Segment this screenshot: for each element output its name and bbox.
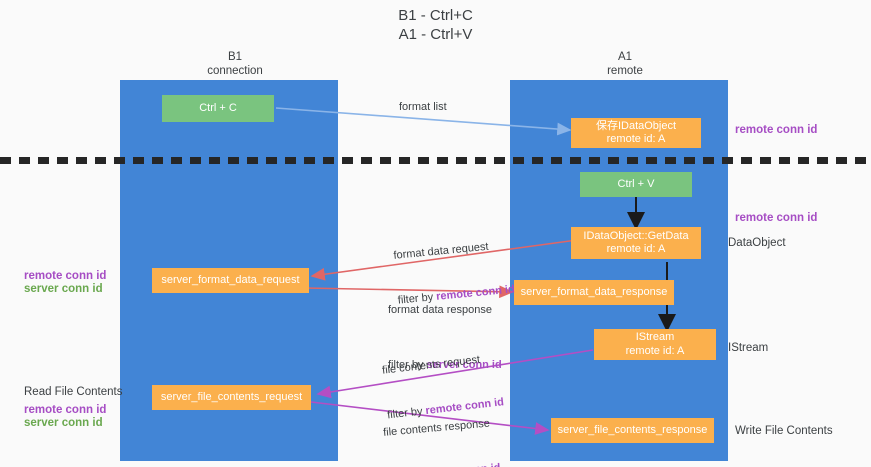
box-server-file-contents-response: server_file_contents_response — [551, 418, 714, 443]
box-server-format-data-request-label: server_format_data_request — [161, 273, 300, 286]
box-save-idataobject: 保存IDataObject remote id: A — [571, 118, 701, 148]
diagram-title: B1 - Ctrl+C A1 - Ctrl+V — [398, 7, 473, 43]
box-idataobject-getdata-label: IDataObject::GetData remote id: A — [583, 229, 689, 256]
side-label-istream: IStream — [728, 342, 769, 354]
filter-key-server-conn-id-2: server conn id — [425, 462, 501, 467]
side-label-left-server-conn-id-2: server conn id — [24, 417, 103, 429]
side-label-remote-conn-id-top: remote conn id — [735, 124, 818, 136]
box-server-format-data-response: server_format_data_response — [514, 280, 674, 305]
side-label-remote-conn-id-mid: remote conn id — [735, 212, 818, 224]
side-label-dataobject: DataObject — [728, 237, 786, 249]
side-label-write-file-contents: Write File Contents — [735, 425, 833, 437]
box-server-format-data-request: server_format_data_request — [152, 268, 309, 293]
edge-label-file-contents-response-line2: filter by server conn id — [387, 461, 502, 467]
phase-divider — [0, 157, 871, 164]
edge-label-format-list: format list — [399, 101, 447, 113]
box-ctrl-v: Ctrl + V — [580, 172, 692, 197]
side-label-left-remote-conn-id: remote conn id — [24, 270, 107, 282]
edge-label-format-data-response-line1: format data response — [388, 304, 492, 316]
edge-label-format-data-response: format data response filter by server co… — [388, 273, 502, 403]
side-label-read-file-contents: Read File Contents — [24, 386, 123, 398]
box-istream: IStream remote id: A — [594, 329, 716, 360]
box-istream-label: IStream remote id: A — [625, 331, 685, 357]
box-ctrl-c-label: Ctrl + C — [199, 101, 237, 114]
box-idataobject-getdata: IDataObject::GetData remote id: A — [571, 227, 701, 259]
edge-label-format-data-request-line1: format data request — [392, 240, 490, 262]
box-server-file-contents-request-label: server_file_contents_request — [160, 390, 303, 403]
box-server-format-data-response-label: server_format_data_response — [520, 285, 668, 298]
edge-label-file-contents-response-line1: file contents response — [382, 417, 491, 439]
box-ctrl-c: Ctrl + C — [162, 95, 274, 122]
box-server-file-contents-request: server_file_contents_request — [152, 385, 311, 410]
column-header-b1: B1 connection — [207, 51, 263, 77]
edge-label-format-data-response-line2: filter by server conn id — [388, 358, 502, 373]
filter-key-server-conn-id: server conn id — [426, 359, 502, 371]
box-ctrl-v-label: Ctrl + V — [617, 177, 655, 190]
box-server-file-contents-response-label: server_file_contents_response — [557, 423, 708, 436]
side-label-left-server-conn-id: server conn id — [24, 283, 103, 295]
edge-label-file-contents-response: file contents response filter by server … — [380, 386, 504, 467]
box-save-idataobject-label: 保存IDataObject remote id: A — [595, 119, 677, 146]
edge-label-file-contents-request-line1: file contents request — [381, 353, 481, 377]
side-label-left-remote-conn-id-2: remote conn id — [24, 404, 107, 416]
column-header-a1: A1 remote — [607, 51, 643, 77]
filter-prefix: filter by — [388, 359, 427, 371]
